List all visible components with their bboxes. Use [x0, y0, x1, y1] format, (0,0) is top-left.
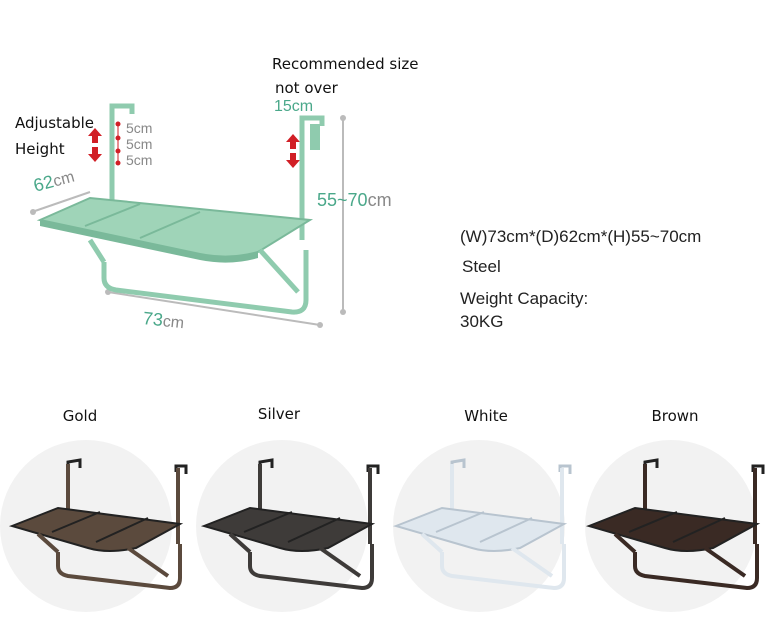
width-dimension: 73cm — [142, 308, 185, 333]
spec-capacity-value: 30KG — [460, 312, 504, 331]
variant-label-silver: Silver — [257, 405, 301, 423]
step-3: 5cm — [126, 152, 153, 168]
spec-dimensions: (W)73cm*(D)62cm*(H)55~70cm — [460, 227, 702, 246]
height-arrow-right-icon — [286, 134, 300, 168]
height-unit: cm — [367, 190, 392, 210]
height-dimension: 55~70cm — [317, 190, 392, 211]
adjustable-height-line2: Height — [15, 140, 65, 158]
adjustable-height-line1: Adjustable — [15, 114, 94, 132]
variant-label-white: White — [464, 407, 508, 425]
variant-silver-table — [200, 458, 380, 591]
variant-brown-table — [585, 458, 765, 591]
recommended-line2: not over — [275, 79, 338, 97]
height-arrow-left-icon — [88, 128, 102, 162]
height-steps: 5cm 5cm 5cm — [126, 120, 152, 168]
spec-capacity-label: Weight Capacity: — [460, 289, 589, 308]
recommended-size-label: Recommended size not over — [272, 52, 418, 100]
variant-label-gold: Gold — [62, 407, 98, 425]
height-value: 55~70 — [317, 190, 368, 210]
spec-material: Steel — [462, 257, 501, 276]
width-value: 73 — [142, 308, 165, 331]
step-1: 5cm — [126, 120, 153, 136]
variant-gold-table — [8, 458, 188, 591]
recommended-value: 15cm — [274, 98, 314, 115]
variant-label-brown: Brown — [651, 407, 699, 425]
adjustable-height-label: Adjustable Height — [15, 110, 94, 162]
recommended-line1: Recommended size — [272, 55, 419, 73]
balcony-table-illustration — [30, 103, 346, 328]
width-unit: cm — [161, 313, 185, 333]
height-step-dots — [115, 121, 121, 166]
step-2: 5cm — [126, 136, 153, 152]
variant-white-table — [392, 458, 572, 591]
